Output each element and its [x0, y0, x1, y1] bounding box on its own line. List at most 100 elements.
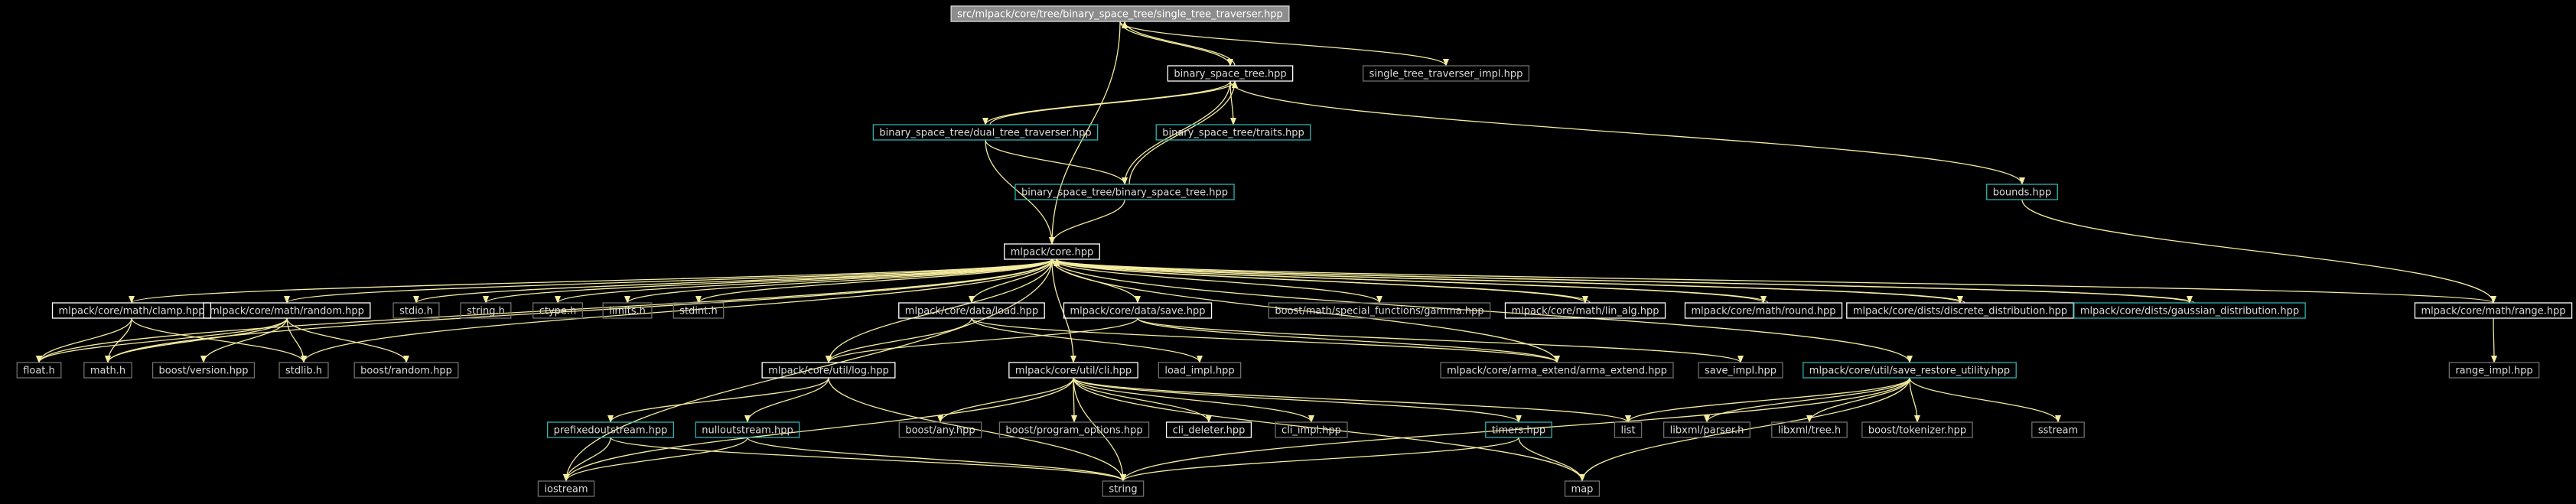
node-box	[151, 362, 256, 379]
edge-core-to-stdlib	[301, 259, 1053, 363]
node-label: libxml/tree.h	[1778, 425, 1841, 437]
node-cli[interactable]: mlpack/core/util/cli.hpp	[1008, 362, 1138, 379]
node-linalg[interactable]: mlpack/core/math/lin_alg.hpp	[1504, 302, 1666, 319]
node-core[interactable]: mlpack/core.hpp	[1004, 243, 1100, 260]
node-random[interactable]: mlpack/core/math/random.hpp	[203, 302, 371, 319]
node-gaussian[interactable]: mlpack/core/dists/gaussian_distribution.…	[2073, 302, 2306, 319]
node-box	[898, 302, 1045, 319]
node-root[interactable]: src/mlpack/core/tree/binary_space_tree/s…	[950, 5, 1290, 22]
node-traits[interactable]: binary_space_tree/traits.hpp	[1155, 124, 1311, 141]
node-box	[761, 362, 896, 379]
node-box	[460, 302, 512, 319]
node-btokenizer: boost/tokenizer.hpp	[1861, 421, 1973, 438]
node-discrete[interactable]: mlpack/core/dists/discrete_distribution.…	[1846, 302, 2074, 319]
edge-line	[286, 317, 409, 363]
edge-line	[1128, 80, 1238, 185]
edge-core-to-cli	[1051, 259, 1076, 363]
node-bstbst[interactable]: binary_space_tree/binary_space_tree.hpp	[1014, 184, 1235, 200]
edge-line	[1049, 21, 1121, 245]
node-round[interactable]: mlpack/core/math/round.hpp	[1684, 302, 1843, 319]
edge-nullout-to-iostream	[563, 437, 748, 482]
node-box	[83, 362, 132, 379]
node-box	[1004, 243, 1100, 260]
edge-line	[1051, 259, 1913, 363]
edge-line	[563, 377, 1074, 482]
node-box	[2414, 302, 2573, 319]
node-box	[1268, 302, 1491, 319]
node-dtt[interactable]: binary_space_tree/dual_tree_traverser.hp…	[872, 124, 1099, 141]
node-save[interactable]: mlpack/core/data/save.hpp	[1063, 302, 1213, 319]
node-box	[1504, 302, 1666, 319]
edge-line	[1051, 259, 1076, 363]
node-label: boost/math/special_functions/gamma.hpp	[1275, 306, 1483, 317]
edge-line	[744, 377, 829, 423]
edge-line	[1137, 317, 1560, 363]
node-box	[2073, 302, 2306, 319]
edge-line	[36, 317, 288, 363]
node-armaext: mlpack/core/arma_extend/arma_extend.hpp	[1440, 362, 1674, 379]
node-label: cli_impl.hpp	[1281, 425, 1341, 437]
node-clamp[interactable]: mlpack/core/math/clamp.hpp	[51, 302, 212, 319]
edge-line	[1909, 377, 1920, 423]
node-box	[51, 302, 212, 319]
node-label: map	[1571, 484, 1594, 496]
node-bpo: boost/program_options.hpp	[998, 421, 1150, 438]
node-label: stdlib.h	[285, 366, 322, 377]
edge-line	[1054, 259, 1591, 304]
node-box	[998, 421, 1150, 438]
edge-timers-to-string	[1120, 437, 1519, 482]
edge-line	[1073, 377, 1212, 423]
edge-core-to-range	[1051, 259, 2496, 304]
node-box	[546, 421, 675, 438]
node-libxmlparser: libxml/parser.h	[1663, 421, 1750, 438]
edge-core-to-clamp	[129, 259, 1053, 304]
edge-line	[1051, 259, 2496, 304]
edge-random-to-brandom	[286, 317, 409, 363]
node-label: string.h	[467, 306, 505, 317]
node-list: list	[1614, 421, 1643, 438]
edge-cli-to-bpo	[1070, 377, 1077, 423]
node-box	[1102, 480, 1145, 497]
edge-line	[695, 259, 1053, 304]
node-saverestore[interactable]: mlpack/core/util/save_restore_utility.hp…	[1803, 362, 2017, 379]
edge-line	[610, 437, 1126, 482]
node-label: libxml/parser.h	[1670, 425, 1744, 437]
node-label: mlpack/core/dists/discrete_distribution.…	[1853, 306, 2067, 317]
edge-line	[624, 259, 1053, 304]
node-log[interactable]: mlpack/core/util/log.hpp	[761, 362, 896, 379]
node-prefixed[interactable]: prefixedoutstream.hpp	[546, 421, 675, 438]
edge-cli-to-clideleter	[1073, 377, 1212, 423]
node-libxmltree: libxml/tree.h	[1771, 421, 1848, 438]
edge-line	[1229, 80, 2025, 185]
edge-timers-to-map	[1518, 437, 1585, 482]
node-nullout[interactable]: nulloutstream.hpp	[695, 421, 800, 438]
node-label: nulloutstream.hpp	[702, 425, 793, 437]
node-clideleter[interactable]: cli_deleter.hpp	[1165, 421, 1252, 438]
edge-log-to-nullout	[744, 377, 829, 423]
node-label: mlpack/core/dists/gaussian_distribution.…	[2080, 306, 2299, 317]
node-box	[1158, 362, 1242, 379]
edge-root-to-bst	[1119, 21, 1233, 67]
node-box	[1803, 362, 2017, 379]
node-box	[353, 362, 459, 379]
edge-line	[1704, 377, 1910, 423]
node-load[interactable]: mlpack/core/data/load.hpp	[898, 302, 1045, 319]
node-box	[392, 302, 440, 319]
node-range[interactable]: mlpack/core/math/range.hpp	[2414, 302, 2573, 319]
edge-layer	[36, 21, 2497, 482]
node-stdlib: stdlib.h	[278, 362, 329, 379]
node-bst[interactable]: binary_space_tree.hpp	[1167, 65, 1294, 82]
node-box	[1063, 302, 1213, 319]
edge-line	[826, 317, 1138, 363]
edge-core-to-log	[826, 259, 1053, 363]
edge-saverestore-to-list	[1625, 377, 1910, 423]
edge-bst-to-bounds	[1229, 80, 2025, 185]
node-timers[interactable]: timers.hpp	[1485, 421, 1552, 438]
edge-line	[937, 377, 1074, 423]
node-bounds[interactable]: bounds.hpp	[1986, 184, 2058, 200]
edge-line	[555, 259, 1053, 304]
node-label: boost/random.hpp	[360, 366, 452, 377]
node-label: mlpack/core/arma_extend/arma_extend.hpp	[1447, 366, 1667, 377]
node-label: load_impl.hpp	[1164, 366, 1234, 377]
edge-bst-to-traits	[1229, 80, 1236, 125]
